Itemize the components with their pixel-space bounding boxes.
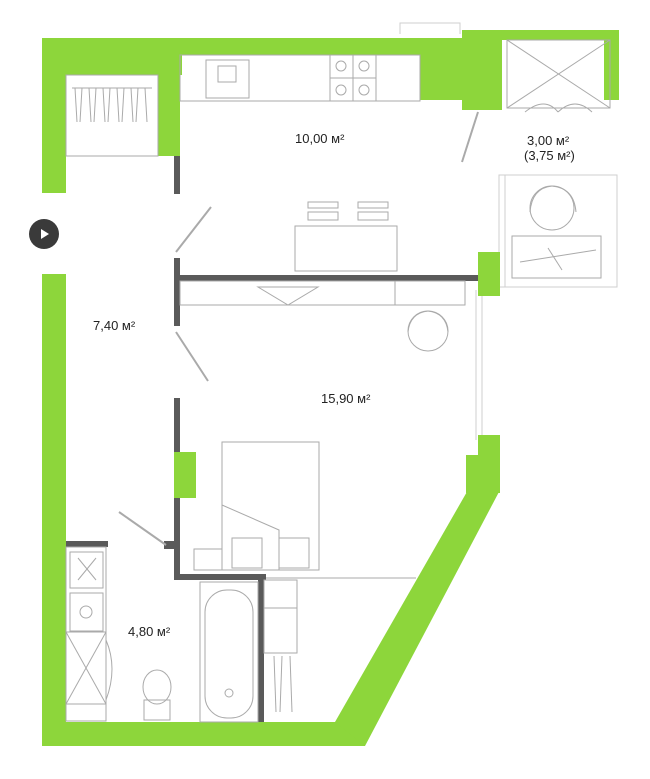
bathroom-furniture bbox=[65, 546, 298, 723]
room-area-balcony: 3,00 м² bbox=[527, 133, 570, 148]
room-area-balcony-extended: (3,75 м²) bbox=[524, 148, 575, 163]
kitchen-furniture bbox=[179, 54, 421, 272]
exterior-walls bbox=[42, 30, 619, 746]
room-area-hall: 7,40 м² bbox=[93, 318, 136, 333]
doors bbox=[118, 111, 479, 546]
room-area-bathroom: 4,80 м² bbox=[128, 624, 171, 639]
closet bbox=[65, 74, 159, 157]
balcony-area bbox=[399, 22, 618, 440]
room-area-bedroom: 15,90 м² bbox=[321, 391, 371, 406]
entry-play-arrow-icon[interactable] bbox=[29, 219, 59, 249]
room-area-kitchen: 10,00 м² bbox=[295, 131, 345, 146]
interior-partitions bbox=[66, 156, 478, 722]
balcony-furniture bbox=[506, 39, 611, 279]
bedroom-furniture bbox=[179, 280, 466, 579]
